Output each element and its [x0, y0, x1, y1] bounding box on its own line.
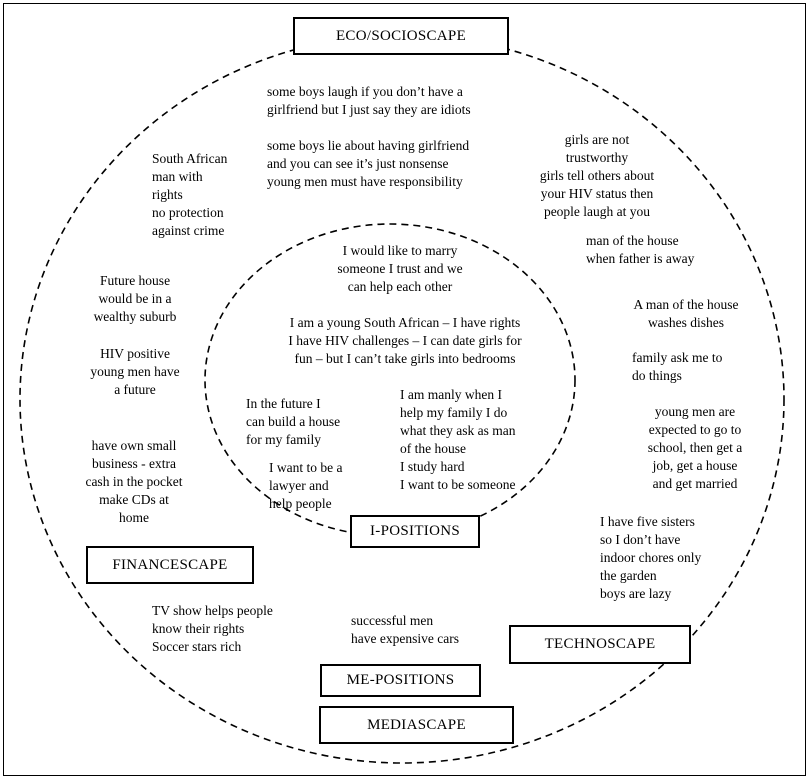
mediascape-label: MEDIASCAPE — [319, 706, 514, 744]
financescape-label: FINANCESCAPE — [86, 546, 254, 584]
statement-young-south-african: I am a young South African – I have righ… — [288, 315, 522, 366]
i-positions-label: I-POSITIONS — [350, 515, 480, 548]
me-positions-label: ME-POSITIONS — [320, 664, 481, 697]
eco-socioscape-label: ECO/SOCIOSCAPE — [293, 17, 509, 55]
technoscape-label: TECHNOSCAPE — [509, 625, 691, 664]
diagram-frame — [3, 3, 806, 776]
